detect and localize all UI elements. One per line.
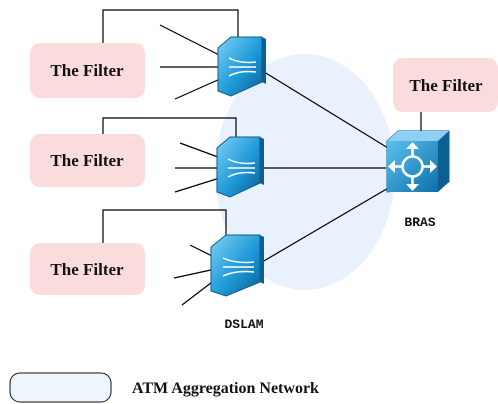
filter-connector-1 — [102, 9, 239, 45]
atm-network-cloud — [215, 54, 395, 290]
legend-label: ATM Aggregation Network — [132, 380, 319, 397]
dslam-icon — [217, 36, 266, 97]
bras-label: BRAS — [404, 215, 435, 230]
filter-label: The Filter — [50, 151, 124, 170]
uplink-1 — [255, 66, 389, 149]
filter-box-1: The Filter — [30, 43, 145, 98]
filter-box-4: The Filter — [393, 58, 498, 112]
filter-connector-2 — [102, 117, 237, 148]
filter-label: The Filter — [50, 260, 124, 279]
filter-connector-3 — [102, 209, 227, 243]
dslam-icon — [210, 234, 264, 297]
filter-box-2: The Filter — [30, 134, 145, 187]
dslam-label: DSLAM — [224, 317, 263, 332]
uplink-3 — [256, 186, 391, 266]
dslam-icon — [216, 136, 264, 198]
router-icon — [386, 130, 450, 193]
filter-label: The Filter — [50, 61, 124, 80]
filter-box-3: The Filter — [30, 243, 145, 295]
legend-swatch — [9, 372, 112, 403]
filter-label: The Filter — [409, 76, 483, 95]
